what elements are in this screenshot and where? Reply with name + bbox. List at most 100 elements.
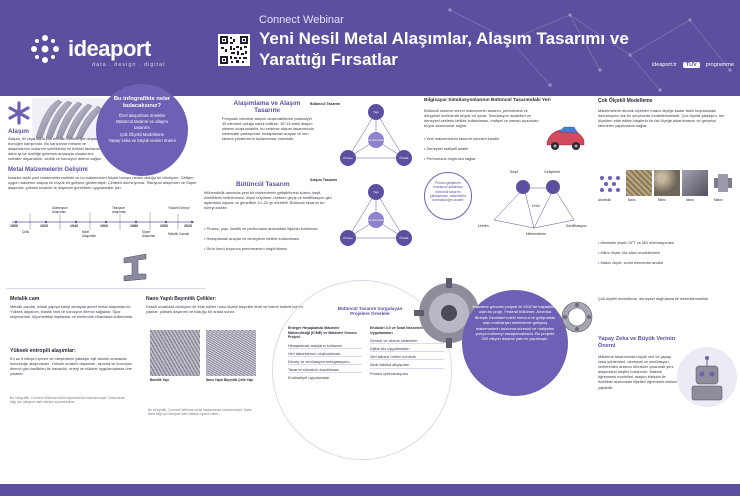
node-property: Özellik bbox=[396, 150, 412, 166]
intro-text: Alaşım, iki veya daha çok metalin birbir… bbox=[8, 136, 102, 162]
ideaport-logo[interactable]: ideaport bbox=[28, 32, 151, 66]
node-property: Özellik bbox=[396, 230, 412, 246]
scale-label: Makro bbox=[714, 198, 723, 202]
history-text: İnsanlık tarihi yeni malzemeler tarihidi… bbox=[8, 175, 197, 191]
design-bullet: • Proses, yapı, özellik ve performans ar… bbox=[204, 226, 318, 231]
projects-col-title: Endüstri 4.0 ve Sınai Nesnelerin İnterne… bbox=[370, 326, 440, 335]
product-lifecycle-diagram: Keşif Geliştirme Üretim Nitelendirme Ser… bbox=[474, 168, 594, 254]
project-item: Tasarım süresinin kısaltılması bbox=[288, 367, 362, 374]
simulation-heading: Bilgisayar Simülasyonlarının Bütüncül Ta… bbox=[424, 98, 551, 103]
diagram-label: Alaşım Tasarımı bbox=[310, 178, 338, 182]
lifecycle-node bbox=[516, 180, 530, 194]
node-structure: Yapı bbox=[368, 184, 384, 200]
design-bullet-text: Ürün ömrü boyunca performansın öngörülme… bbox=[206, 246, 287, 251]
cycle-arrows-icon bbox=[493, 187, 575, 229]
ai-robot-image bbox=[677, 347, 737, 407]
header-kicker: Connect Webinar bbox=[259, 14, 344, 26]
nano-bainite-micrograph-image bbox=[206, 330, 256, 376]
simulation-text: Bütüncül tasarım süreci malzemenin tasar… bbox=[424, 108, 539, 129]
scale-label: Mikro bbox=[658, 198, 666, 202]
timeline-event: Titanyum Alaşımları bbox=[112, 206, 127, 214]
project-item: Akıllı fabrika altyapıları bbox=[370, 362, 444, 369]
timeline-axis-icon bbox=[12, 212, 194, 230]
design-text: Periyodik cetvelde alaşım oluşturabilece… bbox=[222, 116, 314, 142]
multiscale-bullet: • Atomistik ölçek: DFT ve MD simülasyonl… bbox=[598, 240, 675, 245]
project-item: Veri tabanlı üretim kontrolü bbox=[370, 354, 444, 361]
timeline-year: 2000 bbox=[160, 224, 168, 228]
genome-bubble: Malzeme genomu projesi ile 2011'de başla… bbox=[462, 290, 568, 396]
metallic-glass-heading: Metalik cam bbox=[10, 296, 40, 302]
timeline-event: Çelik bbox=[22, 230, 30, 234]
high-entropy-text: En az 5 bileşen içeren ve bileşenlerin y… bbox=[10, 356, 133, 377]
node-process: Proses bbox=[340, 150, 356, 166]
design-bullet-text: Proses, yapı, özellik ve performans aras… bbox=[206, 226, 318, 231]
holistic-design-text: Mühendislik alanında yeni bir malzemenin… bbox=[204, 190, 332, 211]
history-timeline: 1900 1920 1940 1960 1980 2000 2020 Çelik… bbox=[8, 200, 198, 240]
reference-note: Bu infografik, Connect Webinar serisi ka… bbox=[10, 396, 125, 405]
network-pattern-icon bbox=[448, 8, 732, 92]
multiscale-bullet: • Makro ölçek: sonlu elemanlar analizi bbox=[598, 260, 664, 265]
multiscale-note: Çok ölçekli modelleme, deneysel doğrulam… bbox=[598, 296, 710, 301]
lifecycle-label: Sertifikasyon bbox=[566, 224, 587, 228]
project-item: Hesaplamalı araçların kullanımı bbox=[288, 343, 362, 349]
design-bullet: • Hesaplamalı araçlar ve deneylerin birl… bbox=[204, 236, 300, 241]
design-bullet-text: Hesaplamalı araçlar ve deneylerin birlik… bbox=[206, 236, 300, 241]
project-item: Endüstriyel uygulamalar bbox=[288, 375, 330, 381]
macro-part-image bbox=[714, 174, 732, 192]
timeline-event: Metalik Camlar bbox=[168, 232, 190, 236]
diagram-label: Bütüncül Tasarım bbox=[310, 102, 341, 106]
genome-text: Malzeme genomu projesi ile 2011'de başla… bbox=[472, 304, 558, 342]
multiscale-heading: Çok Ölçekli Modelleme bbox=[598, 98, 653, 104]
multiscale-bullet: • Mikro ölçek: faz alanı modellemesi bbox=[598, 250, 660, 255]
simulation-bullet-text: Performans öngörüsü sağlar bbox=[426, 156, 476, 161]
car-model-image bbox=[546, 126, 585, 150]
node-structure: Yapı bbox=[368, 104, 384, 120]
brand-right: programme bbox=[705, 62, 734, 68]
scale-images: Atomistik Nano Mikro Mezo Makro bbox=[598, 170, 736, 226]
bubble-item: Yapay zeka ve büyük verinin önemi bbox=[108, 137, 176, 143]
timeline-year: 1980 bbox=[130, 224, 138, 228]
lifecycle-node bbox=[546, 180, 560, 194]
bubble-item: Çok Ölçekli Modelleme bbox=[120, 131, 164, 137]
node-performance: Performans bbox=[368, 212, 384, 228]
intro-heading: Alaşım bbox=[8, 128, 29, 135]
timeline-year: 2020 bbox=[184, 224, 192, 228]
project-item: Veri tabanlarının oluşturulması bbox=[288, 351, 362, 357]
project-item: Deney ve simülasyon entegrasyonu bbox=[288, 359, 362, 366]
scale-label: Atomistik bbox=[598, 198, 611, 202]
simulation-bullet-text: Yeni malzemelerin tasarım süresini kısal… bbox=[426, 136, 500, 141]
bubble-item: Özel alaşımlara örnekler bbox=[118, 113, 166, 118]
simulation-bullet: • Performans öngörüsü sağlar bbox=[424, 156, 476, 161]
asterisk-icon bbox=[8, 101, 30, 125]
holistic-design-heading: Bütüncül Tasarım bbox=[236, 181, 290, 188]
metallic-glass-text: Metalik camlar, kristal yapıya sahip olm… bbox=[10, 304, 134, 320]
alloy-design-diagram: Alaşım Tasarımı Yapı Performans Proses Ö… bbox=[310, 178, 416, 250]
node-process: Proses bbox=[340, 230, 356, 246]
ai-text: Malzeme tasarımında büyük veri ve yapay … bbox=[598, 354, 678, 390]
lifecycle-label: Nitelendirme bbox=[526, 232, 547, 236]
brand-left[interactable]: ideaport.tr bbox=[652, 62, 677, 68]
bainite-micrograph-image bbox=[150, 330, 200, 376]
projects-column-left: Entegre Hesaplamalı Malzeme Mühendisliği… bbox=[288, 326, 362, 380]
timeline-year: 1940 bbox=[70, 224, 78, 228]
lifecycle-label: Geliştirme bbox=[544, 170, 561, 174]
simulation-bullet: • Deneysel maliyeti azaltır bbox=[424, 146, 469, 151]
bubble-title: Bu infografikte neler bulacaksınız? bbox=[113, 96, 171, 109]
timeline-event: Süper Alaşımlar bbox=[142, 230, 156, 238]
timeline-event: Alüminyum Alaşımları bbox=[52, 206, 68, 214]
qr-code-icon[interactable] bbox=[218, 34, 250, 66]
atomic-lattice-image bbox=[600, 176, 620, 192]
timeline-year: 1900 bbox=[10, 224, 18, 228]
nano-scale-image bbox=[626, 170, 652, 196]
callout-text: Proses geliştirme süresince kullanılan b… bbox=[429, 181, 467, 203]
meso-scale-image bbox=[682, 170, 708, 196]
multiscale-bullet-text: Atomistik ölçek: DFT ve MD simülasyonlar… bbox=[600, 240, 675, 245]
projects-ring bbox=[272, 280, 452, 460]
brand-strip: ideaport.tr TÜV programme bbox=[652, 62, 734, 68]
timeline-year: 1920 bbox=[40, 224, 48, 228]
logo-subtitle: data . design . digital bbox=[92, 62, 166, 68]
project-item: Proses optimizasyonu bbox=[370, 370, 409, 376]
footer-note: Bu infografik, Connect Webinar serisi ka… bbox=[148, 408, 252, 417]
header-banner: ideaport data . design . digital Connect… bbox=[0, 0, 740, 96]
project-item: Sensör ve izleme sistemleri bbox=[370, 338, 444, 345]
